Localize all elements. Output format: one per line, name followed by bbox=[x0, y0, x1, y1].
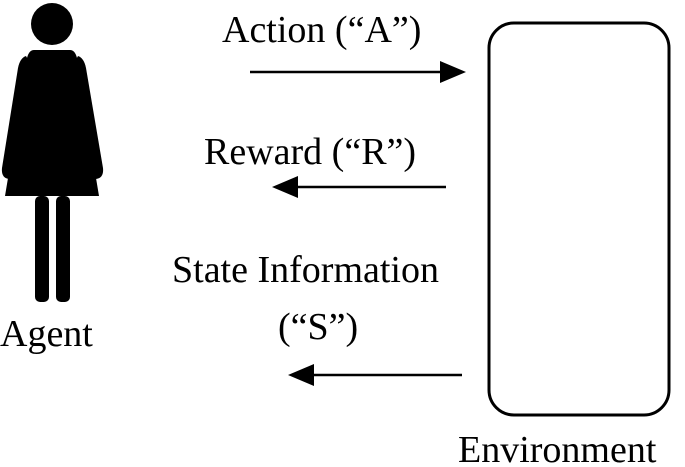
reward-arrow bbox=[272, 176, 446, 198]
action-label: Action (“A”) bbox=[222, 9, 421, 51]
state-arrow bbox=[288, 364, 462, 386]
agent-label: Agent bbox=[0, 313, 93, 355]
action-arrow bbox=[250, 61, 466, 83]
environment-box bbox=[487, 21, 671, 417]
reward-label: Reward (“R”) bbox=[204, 131, 416, 173]
state-label-line1: State Information bbox=[172, 249, 439, 291]
environment-label: Environment bbox=[458, 429, 657, 467]
state-label-line2: (“S”) bbox=[278, 306, 358, 348]
woman-figure-icon bbox=[1, 3, 104, 302]
